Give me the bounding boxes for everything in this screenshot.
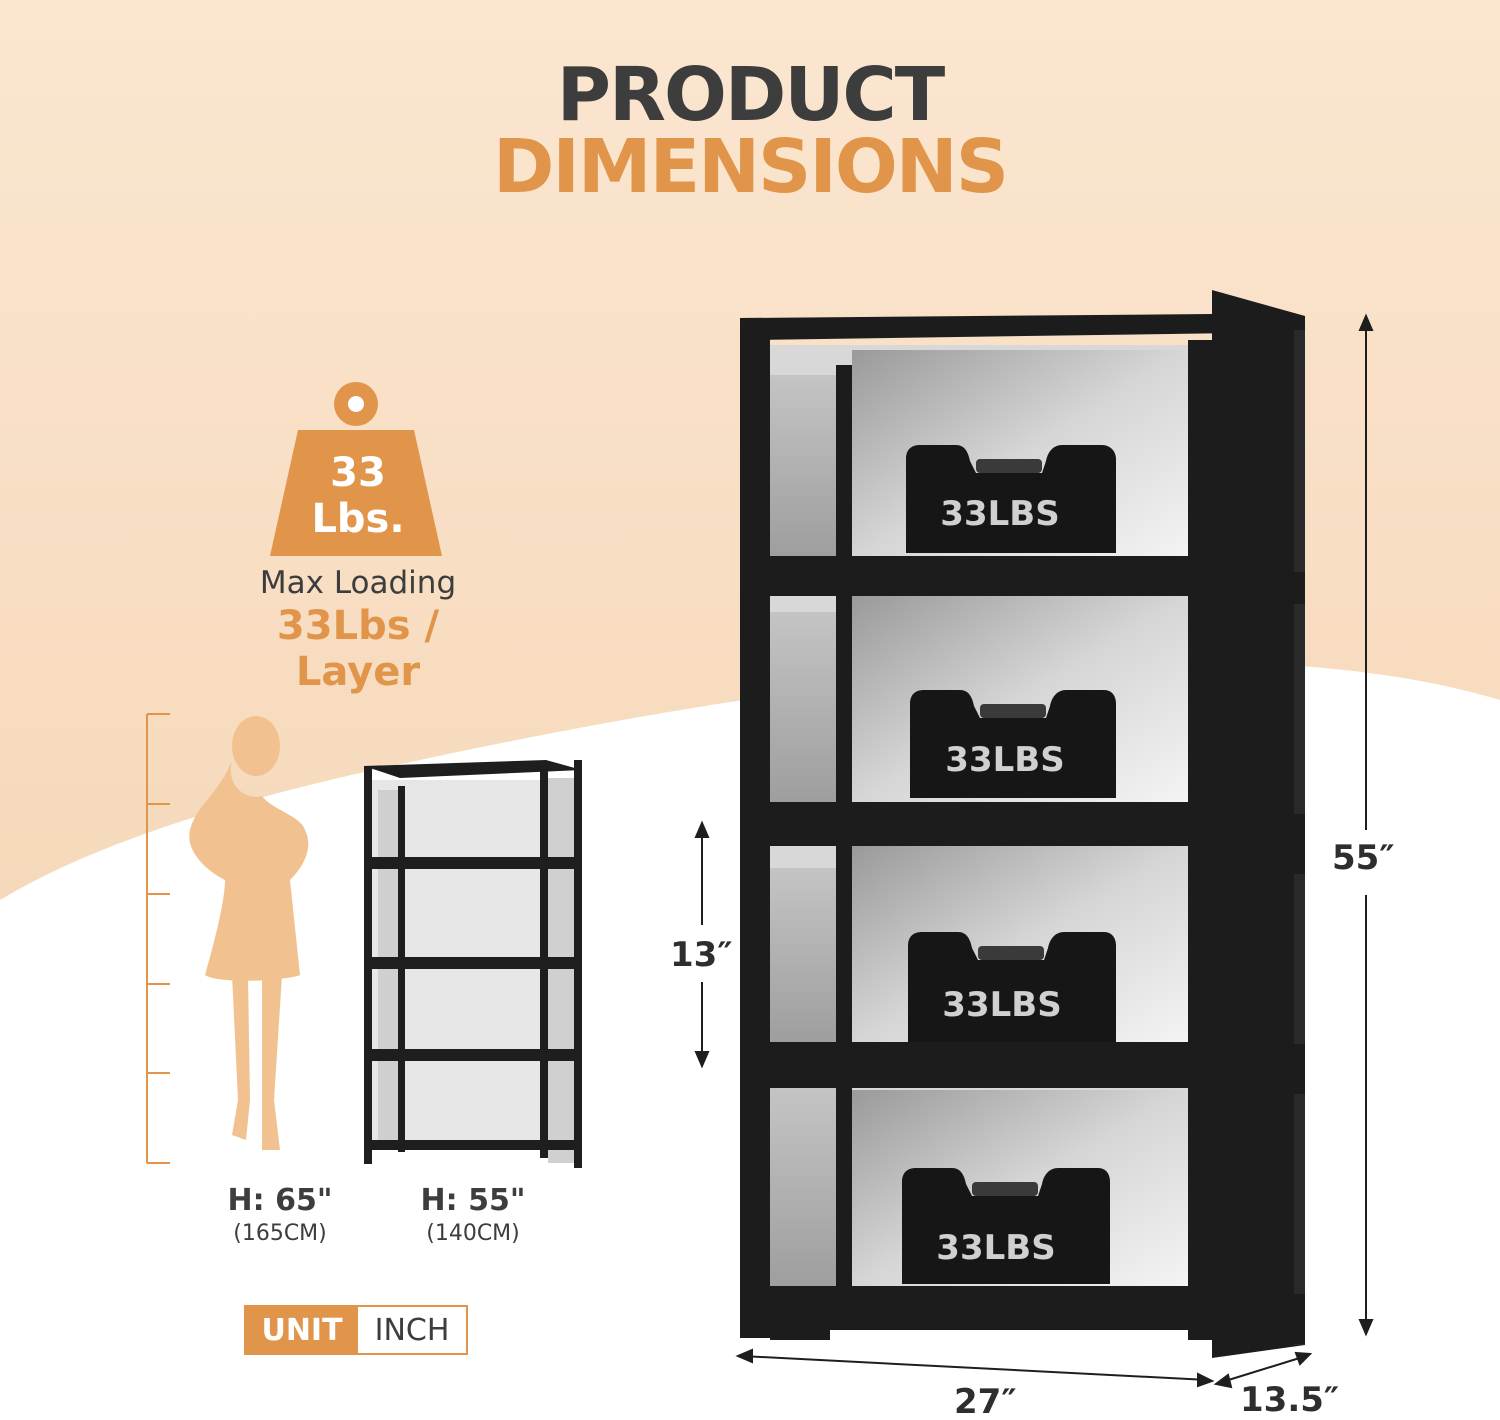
weight-blocks: 33LBS 33LBS 33LBS 33LBS — [902, 445, 1116, 1284]
small-shelf — [364, 760, 582, 1168]
depth-dimension: 13.5″ — [1240, 1380, 1340, 1420]
unit-indicator: UNIT INCH — [244, 1305, 468, 1355]
person-silhouette — [189, 716, 309, 1150]
person-height: H: 65" — [227, 1183, 333, 1218]
max-loading-label: Max Loading — [259, 565, 457, 601]
weight-block — [908, 932, 1116, 1042]
depth-arrow — [1221, 1355, 1307, 1383]
weight-label-4: 33LBS — [936, 1228, 1055, 1268]
width-arrow — [741, 1355, 1209, 1381]
layer-height-dimension: 13″ — [670, 935, 733, 975]
weight-label-2: 33LBS — [945, 740, 1064, 780]
unit-label: UNIT — [246, 1307, 358, 1353]
unit-value: INCH — [374, 1312, 450, 1348]
main-shelf — [740, 290, 1305, 1358]
height-comparison — [146, 713, 582, 1168]
weight-block — [910, 690, 1116, 798]
weight-label-1: 33LBS — [940, 494, 1059, 534]
shelf-height: H: 55" — [420, 1183, 526, 1218]
title-line-1: PRODUCT — [556, 52, 945, 138]
weight-block — [902, 1168, 1110, 1284]
weight-unit: Lbs. — [311, 496, 405, 542]
max-loading-value: 33Lbs / Layer — [276, 603, 440, 695]
person-height-metric: (165CM) — [233, 1221, 327, 1246]
title-line-2: DIMENSIONS — [492, 124, 1009, 210]
weight-block — [906, 445, 1116, 553]
width-dimension: 27″ — [954, 1382, 1017, 1420]
height-dimension: 55″ — [1332, 838, 1395, 878]
weight-icon — [270, 382, 442, 556]
height-ruler — [146, 713, 170, 1164]
weight-label-3: 33LBS — [942, 985, 1061, 1025]
shelf-height-metric: (140CM) — [426, 1221, 520, 1246]
dimension-arrows — [694, 313, 1374, 1389]
weight-number: 33 — [330, 450, 386, 496]
